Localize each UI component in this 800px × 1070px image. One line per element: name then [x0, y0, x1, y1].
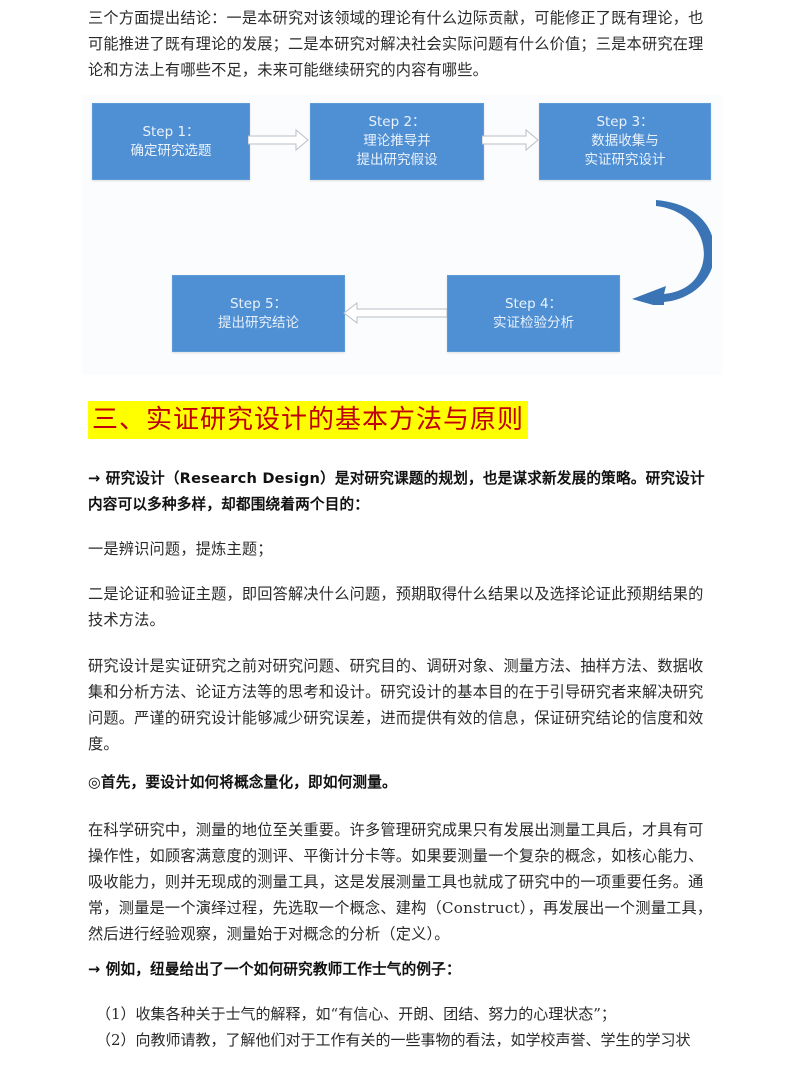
- measurement-paragraph: 在科学研究中，测量的地位至关重要。许多管理研究成果只有发展出测量工具后，才具有可…: [88, 817, 713, 947]
- text-line: 然后进行经验观察，测量始于对概念的分析（定义）。: [88, 925, 450, 943]
- research-steps-diagram: Step 1： 确定研究选题 Step 2： 理论推导并 提出研究假设 Step…: [82, 95, 722, 375]
- text-line: 操作性，如顾客满意度的测评、平衡计分卡等。如果要测量一个复杂的概念，如核心能力、: [88, 847, 704, 865]
- research-design-intro: → 研究设计（Research Design）是对研究课题的规划，也是谋求新发展…: [88, 466, 713, 518]
- step-label: Step 4：: [504, 295, 563, 312]
- text-line: 集和分析方法、论证方法等的思考和设计。研究设计的基本目的在于引导研究者来解决研究: [88, 683, 704, 701]
- text-line: 研究设计是实证研究之前对研究问题、研究目的、调研对象、测量方法、抽样方法、数据收: [88, 657, 704, 675]
- step-4-box: Step 4： 实证检验分析: [447, 275, 620, 352]
- step-label: Step 2：: [368, 114, 426, 130]
- purpose-two: 二是论证和验证主题，即回答解决什么问题，预期取得什么结果以及选择论证此预期结果的…: [88, 581, 713, 633]
- curved-arrow-icon: [632, 200, 712, 305]
- list-item: （1）收集各种关于士气的解释，如“有信心、开朗、团结、努力的心理状态”；: [96, 1005, 616, 1023]
- intro-line: 三个方面提出结论：一是本研究对该领域的理论有什么边际贡献，可能修正了既有理论，也: [88, 9, 704, 27]
- right-arrow-icon: [482, 128, 539, 152]
- measurement-subheading: ◎首先，要设计如何将概念量化，即如何测量。: [88, 774, 397, 791]
- example-intro: → 例如，纽曼给出了一个如何研究教师工作士气的例子：: [88, 961, 461, 978]
- step-label: Step 5：: [229, 295, 288, 312]
- step-label: Step 1：: [142, 123, 200, 140]
- text-line: 吸收能力，则并无现成的测量工具，这是发展测量工具也就成了研究中的一项重要任务。通: [88, 873, 704, 891]
- intro-line: 论和方法上有哪些不足，未来可能继续研究的内容有哪些。: [88, 61, 489, 79]
- step-label: Step 3：: [596, 114, 654, 130]
- purpose-one: 一是辨识问题，提炼主题；: [88, 540, 273, 558]
- step-text: 提出研究假设: [356, 152, 438, 168]
- step-text: 实证研究设计: [584, 152, 666, 168]
- research-design-paragraph: 研究设计是实证研究之前对研究问题、研究目的、调研对象、测量方法、抽样方法、数据收…: [88, 653, 713, 757]
- step-text: 理论推导并: [363, 133, 431, 149]
- step-1-box: Step 1： 确定研究选题: [92, 103, 250, 180]
- text-line: 技术方法。: [88, 611, 165, 629]
- text-line: 在科学研究中，测量的地位至关重要。许多管理研究成果只有发展出测量工具后，才具有可: [88, 821, 704, 839]
- step-5-box: Step 5： 提出研究结论: [172, 275, 345, 352]
- left-arrow-icon: [343, 301, 447, 325]
- step-text: 确定研究选题: [130, 142, 212, 159]
- text-line: → 研究设计（Research Design）是对研究课题的规划，也是谋求新发展…: [88, 470, 705, 487]
- text-line: 常，测量是一个演绎过程，先选取一个概念、建构（Construct），再发展出一个…: [88, 899, 713, 917]
- step-text: 提出研究结论: [218, 314, 299, 331]
- step-2-box: Step 2： 理论推导并 提出研究假设: [310, 103, 484, 180]
- intro-paragraph: 三个方面提出结论：一是本研究对该领域的理论有什么边际贡献，可能修正了既有理论，也…: [88, 5, 713, 83]
- text-line: 度。: [88, 735, 119, 753]
- text-line: 内容可以多种多样，却都围绕着两个目的：: [88, 496, 370, 513]
- section-heading: 三、实证研究设计的基本方法与原则: [88, 401, 529, 439]
- intro-line: 可能推进了既有理论的发展；二是本研究对解决社会实际问题有什么价值；三是本研究在理: [88, 35, 704, 53]
- text-line: 二是论证和验证主题，即回答解决什么问题，预期取得什么结果以及选择论证此预期结果的: [88, 585, 704, 603]
- text-line: 问题。严谨的研究设计能够减少研究误差，进而提供有效的信息，保证研究结论的信度和效: [88, 709, 704, 727]
- step-text: 实证检验分析: [493, 314, 574, 331]
- step-3-box: Step 3： 数据收集与 实证研究设计: [539, 103, 711, 180]
- list-item: （2）向教师请教，了解他们对于工作有关的一些事物的看法，如学校声誉、学生的学习状: [96, 1031, 691, 1049]
- step-text: 数据收集与: [591, 133, 659, 149]
- right-arrow-icon: [248, 128, 309, 152]
